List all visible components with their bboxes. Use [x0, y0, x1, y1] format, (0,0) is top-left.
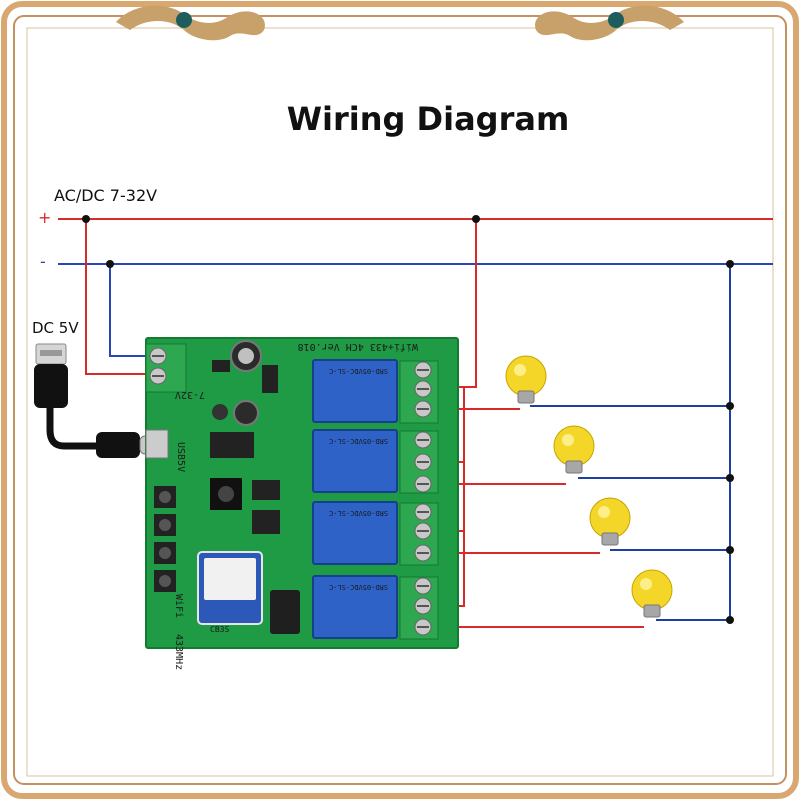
- usb-cable: [34, 343, 163, 458]
- light-bulb-icon: [553, 425, 595, 467]
- buttons: [154, 478, 280, 592]
- relay-icon: [312, 429, 398, 493]
- junction-dots: [82, 215, 734, 624]
- page-title: Wiring Diagram: [286, 100, 570, 138]
- light-bulb-1: [505, 355, 547, 404]
- negative-label: -: [40, 252, 46, 271]
- usb-c-plug-icon: [96, 432, 140, 458]
- usb-port: [145, 429, 169, 459]
- board-wifi-text: WiFi: [173, 594, 184, 618]
- light-bulb-icon: [631, 569, 673, 611]
- relay-icon: [312, 575, 398, 639]
- positive-label: +: [38, 208, 52, 227]
- frame-ornament-right: [535, 5, 684, 41]
- relay-2: SRD-05VDC-SL-C: [312, 429, 439, 494]
- module-text: CB3S: [210, 625, 229, 634]
- relay-3-text: SRD-05VDC-SL-C: [329, 509, 388, 517]
- light-bulb-icon: [505, 355, 547, 397]
- light-bulb-2: [553, 425, 595, 474]
- board-positive-feed-wire: [85, 219, 157, 375]
- light-bulb-3: [589, 497, 631, 546]
- board-voltage-text: 7-32V: [175, 389, 205, 400]
- supply-label: AC/DC 7-32V: [54, 186, 158, 205]
- light-bulb-icon: [589, 497, 631, 539]
- board-rf-text: 433MHz: [173, 634, 184, 670]
- relay-4-text: SRD-05VDC-SL-C: [329, 583, 388, 591]
- board-model-text: Wifi+433 4CH Ver.018: [298, 341, 418, 352]
- frame-ornament-left: [116, 5, 265, 41]
- relay-icon: [312, 359, 398, 423]
- relay-board: Wifi+433 4CH Ver.018 7-32V USB5V WiFi 43…: [145, 337, 459, 670]
- relay-3: SRD-05VDC-SL-C: [312, 501, 439, 566]
- light-bulb-4: [631, 569, 673, 618]
- relay-2-text: SRD-05VDC-SL-C: [329, 437, 388, 445]
- relay-1: SRD-05VDC-SL-C: [312, 359, 439, 424]
- usb-power-label: DC 5V: [32, 319, 79, 337]
- relay-4: SRD-05VDC-SL-C: [312, 575, 439, 640]
- relay-1-text: SRD-05VDC-SL-C: [329, 367, 388, 375]
- relay-icon: [312, 501, 398, 565]
- board-negative-feed-wire: [109, 264, 157, 357]
- power-terminal-block: [145, 343, 187, 393]
- board-usb-text: USB5V: [175, 442, 186, 472]
